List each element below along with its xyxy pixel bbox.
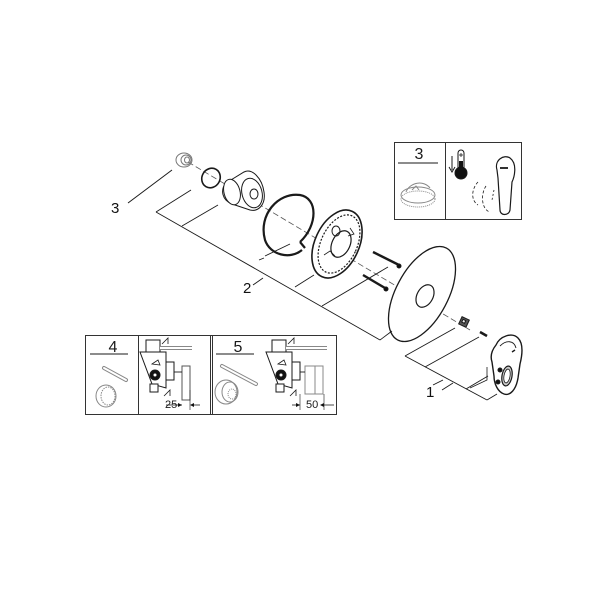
box-5-dimension: 50 xyxy=(306,399,319,411)
callout-3-label: 3 xyxy=(111,200,120,217)
detail-box-3: 3 xyxy=(394,142,522,220)
box-3-number: 3 xyxy=(414,146,424,163)
callout-3-leader xyxy=(127,169,173,204)
box-4-5-divider xyxy=(210,336,211,414)
box-4-divider xyxy=(138,336,139,414)
adapter-nut-part xyxy=(458,316,470,328)
detail-box-group-4-5: 4 5 25 50 xyxy=(85,335,337,415)
callout-2-leaders xyxy=(155,189,393,341)
callout-1-leader xyxy=(441,382,454,391)
callout-1-leaders xyxy=(404,327,498,401)
escutcheon-plate-part xyxy=(387,245,457,343)
box-4-number: 4 xyxy=(108,339,118,356)
retaining-ring-part xyxy=(262,193,315,257)
box-5-graphics xyxy=(214,337,334,410)
callout-1-label: 1 xyxy=(426,384,435,401)
box-4-dimension: 25 xyxy=(165,399,178,411)
o-ring-part xyxy=(200,167,222,189)
sleeve-part xyxy=(222,170,265,211)
mounting-screws-part xyxy=(362,250,402,292)
handle-screw-part xyxy=(479,330,488,338)
box-3-divider xyxy=(445,143,446,219)
limit-stop-part xyxy=(175,152,193,168)
mounting-plate-part xyxy=(311,209,363,279)
callout-2-label: 2 xyxy=(243,280,252,297)
box-4-5-divider-inner xyxy=(212,336,213,414)
box-4-graphics xyxy=(90,337,200,410)
box-5-number: 5 xyxy=(233,339,243,356)
lever-handle-part xyxy=(469,334,523,396)
box-3-graphics xyxy=(398,149,516,216)
